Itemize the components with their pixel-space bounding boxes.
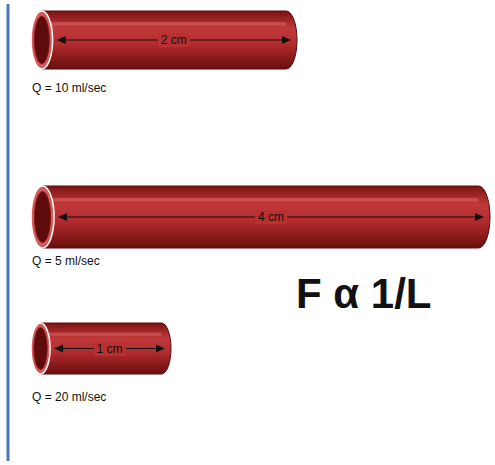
vessel: 4 cmQ = 5 ml/sec bbox=[30, 185, 491, 249]
flow-label: Q = 10 ml/sec bbox=[32, 81, 106, 95]
flow-label: Q = 5 ml/sec bbox=[32, 254, 100, 268]
length-label: 2 cm bbox=[158, 33, 190, 47]
vessel: 1 cmQ = 20 ml/sec bbox=[30, 322, 172, 375]
length-label: 4 cm bbox=[255, 210, 287, 224]
vessel: 2 cmQ = 10 ml/sec bbox=[30, 10, 298, 70]
flow-label: Q = 20 ml/sec bbox=[32, 390, 106, 404]
formula-label: F α 1/L bbox=[296, 270, 432, 318]
length-label: 1 cm bbox=[94, 342, 126, 356]
